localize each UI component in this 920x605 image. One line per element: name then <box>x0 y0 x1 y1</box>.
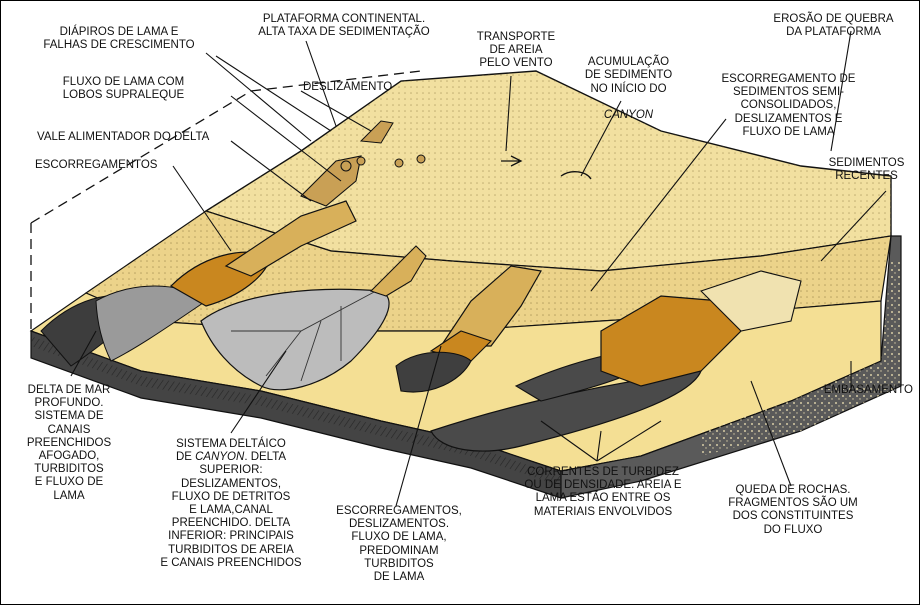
label-sistema-b: . DELTA SUPERIOR: DESLIZAMENTOS, FLUXO D… <box>160 451 301 569</box>
label-correntes: CORRENTES DE TURBIDEZ OU DE DENSIDADE. A… <box>509 466 697 519</box>
label-queda: QUEDA DE ROCHAS. FRAGMENTOS SÃO UM DOS C… <box>713 484 873 537</box>
label-transporte: TRANSPORTE DE AREIA PELO VENTO <box>456 31 576 71</box>
label-diapiros: DIÁPIROS DE LAMA E FALHAS DE CRESCIMENTO <box>19 26 219 52</box>
label-plataforma: PLATAFORMA CONTINENTAL. ALTA TAXA DE SED… <box>229 13 459 39</box>
label-fluxo-lama: FLUXO DE LAMA COM LOBOS SUPRALEQUE <box>16 76 231 102</box>
label-acumulacao: ACUMULAÇÃO DE SEDIMENTO NO INÍCIO DO CAN… <box>571 43 686 122</box>
label-deslizamento: DESLIZAMENTO <box>303 81 423 94</box>
label-erosao: EROSÃO DE QUEBRA DA PLATAFORMA <box>761 13 906 39</box>
label-sedimentos-recentes: SEDIMENTOS RECENTES <box>819 157 914 183</box>
label-delta-mar: DELTA DE MAR PROFUNDO. SISTEMA DE CANAIS… <box>9 384 129 503</box>
label-acumulacao-canyon: CANYON <box>604 109 653 121</box>
label-embasamento: EMBASAMENTO <box>801 384 913 397</box>
label-sistema-deltaico: SISTEMA DELTÁICO DE CANYON. DELTA SUPERI… <box>146 438 316 570</box>
label-escorregamentos-deslizamentos: ESCORREGAMENTOS, DESLIZAMENTOS. FLUXO DE… <box>319 505 479 584</box>
label-acumulacao-text: ACUMULAÇÃO DE SEDIMENTO NO INÍCIO DO <box>585 56 672 94</box>
label-vale: VALE ALIMENTADOR DO DELTA <box>37 131 257 144</box>
label-escorregamentos: ESCORREGAMENTOS <box>35 159 195 172</box>
label-escorregamento-semi: ESCORREGAMENTO DE SEDIMENTOS SEMI- CONSO… <box>696 73 881 139</box>
label-sistema-canyon: CANYON <box>195 451 244 463</box>
